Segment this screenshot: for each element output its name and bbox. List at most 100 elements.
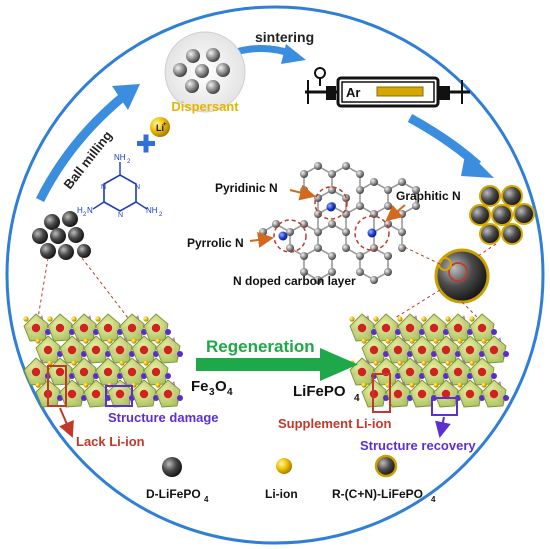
lithium-ion: [373, 316, 379, 322]
dispersant-sphere: [164, 31, 246, 113]
li-plus-text: Li: [156, 123, 164, 133]
legend-li-ion-icon: [276, 458, 292, 474]
phosphorus-atom: [491, 373, 497, 379]
fe3o4-formula: Fe 3 O 4: [191, 378, 233, 398]
iron-atom: [67, 389, 77, 399]
phosphorus-atom: [177, 351, 183, 357]
pyridinic-n-label: Pyridinic N: [215, 181, 278, 195]
legend-r-lfp-base: R-(C+N)-LiFePO: [332, 487, 423, 501]
lithium-ion: [107, 338, 113, 344]
nitrogen-atoms: [278, 202, 377, 241]
phosphorus-atom: [177, 395, 183, 401]
lithium-ion: [397, 316, 403, 322]
li-plus-ball: Li +: [150, 117, 170, 137]
lithium-ion: [23, 316, 29, 322]
lithium-ion: [469, 360, 475, 366]
iron-atom: [357, 367, 367, 377]
structure-recovery-arrow: [435, 416, 451, 438]
phosphorus-atom: [503, 395, 509, 401]
iron-atom: [465, 345, 475, 355]
melamine-nh2-right-sub: 2: [159, 212, 163, 218]
lithium-ion: [385, 338, 391, 344]
structure-recovery-label: Structure recovery: [360, 438, 476, 453]
iron-atom: [417, 345, 427, 355]
pyrrolic-n-label: Pyrrolic N: [187, 236, 244, 250]
iron-atom: [151, 367, 161, 377]
degraded-particle-cluster: [32, 211, 91, 260]
lack-li-arrow: [59, 407, 74, 438]
graphitic-n-label: Graphitic N: [396, 189, 461, 203]
recovered-lattice: [349, 313, 509, 408]
iron-atom: [393, 345, 403, 355]
iron-atom: [55, 367, 65, 377]
carbon-layer-structure: [262, 165, 417, 281]
dispersant-label: Dispersant: [171, 99, 239, 114]
lithium-ion: [35, 338, 41, 344]
lithium-ion: [131, 338, 137, 344]
regeneration-arrow: [196, 348, 358, 381]
melamine-nh2-top: NH: [114, 153, 126, 162]
lithium-ion: [481, 338, 487, 344]
iron-atom: [31, 367, 41, 377]
regenerated-particle-cluster: [469, 185, 535, 245]
pyrrolic-n-atom: [278, 231, 288, 241]
iron-atom: [31, 323, 41, 333]
lithium-ion: [457, 382, 463, 388]
nitrogen-highlight-circles: [273, 186, 390, 253]
iron-atom: [453, 323, 463, 333]
iron-atom: [417, 389, 427, 399]
fe3o4-sub-4: 4: [227, 387, 233, 398]
phosphorus-atom: [165, 329, 171, 335]
iron-atom: [79, 323, 89, 333]
legend-r-lfp-sub: 4: [431, 495, 436, 504]
melamine-ring-n1: N: [101, 184, 106, 191]
zoomed-coated-particle: [434, 248, 490, 304]
nitrogen-pointer-arrows: [249, 184, 406, 248]
iron-atom: [151, 323, 161, 333]
outer-circle: [5, 5, 545, 545]
iron-atom: [115, 389, 125, 399]
lithium-ion: [349, 316, 355, 322]
phosphorus-atom: [503, 351, 509, 357]
melamine-h-left: H: [77, 206, 83, 215]
legend-d-lfp-base: D-LiFePO: [146, 487, 201, 501]
iron-atom: [127, 323, 137, 333]
iron-atom: [381, 323, 391, 333]
iron-atom: [55, 323, 65, 333]
iron-atom: [127, 367, 137, 377]
lifepo4-base: LiFePO: [293, 383, 346, 400]
iron-atom: [79, 367, 89, 377]
iron-atom: [115, 345, 125, 355]
iron-atom: [103, 323, 113, 333]
fe3o4-fe: Fe: [191, 378, 209, 395]
structure-recovery-box: [431, 397, 458, 416]
legend-r-lfp-icon: [374, 454, 398, 478]
iron-atom: [103, 367, 113, 377]
iron-atom: [91, 389, 101, 399]
iron-atom: [393, 389, 403, 399]
iron-atom: [465, 389, 475, 399]
iron-atom: [43, 345, 53, 355]
lithium-ion: [361, 382, 367, 388]
lithium-ion: [143, 360, 149, 366]
iron-atom: [429, 367, 439, 377]
iron-atom: [139, 345, 149, 355]
iron-atom: [405, 323, 415, 333]
iron-atom: [441, 389, 451, 399]
iron-atom: [139, 389, 149, 399]
lithium-ion: [445, 360, 451, 366]
legend-d-lfp-label: D-LiFePO 4: [146, 487, 209, 504]
sintering-arrow: [235, 44, 306, 64]
carbon-atoms: [259, 162, 420, 284]
lithium-ion: [481, 382, 487, 388]
lithium-ion: [433, 382, 439, 388]
plus-icon: [137, 134, 155, 153]
lithium-ion: [155, 382, 161, 388]
melamine-nh2-top-sub: 2: [127, 159, 131, 165]
melamine-ring-n3: N: [118, 212, 123, 219]
lithium-ion: [47, 316, 53, 322]
furnace-gas-label: Ar: [346, 85, 360, 100]
iron-atom: [67, 345, 77, 355]
left-zoom-lines: [37, 257, 129, 319]
iron-atom: [91, 345, 101, 355]
